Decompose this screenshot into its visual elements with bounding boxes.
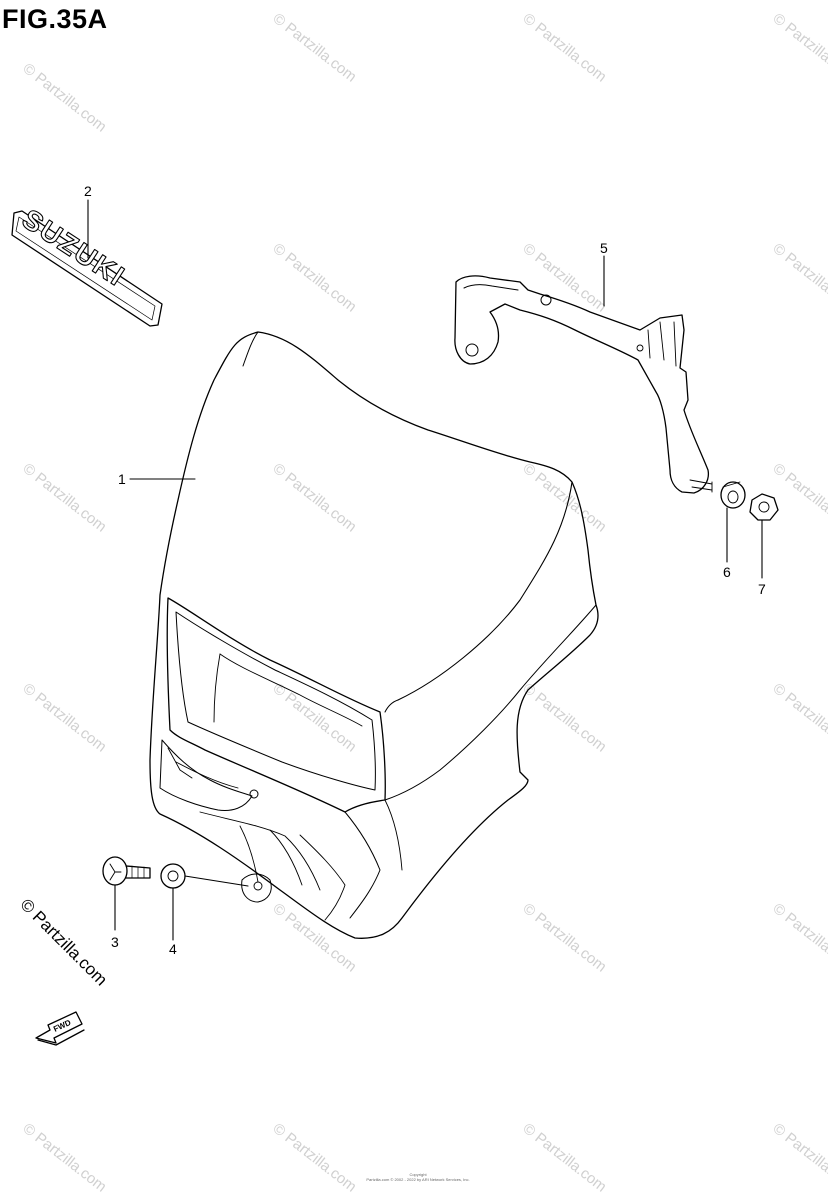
headlight-cowling: [149, 331, 599, 939]
callout-7: 7: [758, 581, 766, 597]
suzuki-emblem: SUZUKI: [11, 202, 163, 327]
washer: [160, 863, 186, 889]
fwd-arrow-icon: FWD: [35, 1011, 85, 1046]
callout-6: 6: [723, 564, 731, 580]
nut: [749, 493, 779, 521]
copyright-line2: Partzilla.com © 2002 - 2022 by ARI Netwo…: [366, 1177, 470, 1182]
callout-2: 2: [84, 183, 92, 199]
copyright-notice: Copyright Partzilla.com © 2002 - 2022 by…: [358, 1172, 478, 1182]
callout-4: 4: [169, 941, 177, 957]
callout-1: 1: [118, 471, 126, 487]
figure-title: FIG.35A: [2, 4, 108, 34]
callout-labels: 1 2 3 4 5 6 7: [84, 183, 766, 957]
callout-3: 3: [111, 934, 119, 950]
leader-lines: [87, 199, 763, 941]
emblem-text: SUZUKI: [17, 203, 131, 292]
copyright-line1: Copyright: [409, 1172, 427, 1177]
bracket: [454, 275, 713, 494]
bolt: [102, 856, 151, 886]
callout-5: 5: [600, 240, 608, 256]
cushion: [720, 481, 746, 509]
